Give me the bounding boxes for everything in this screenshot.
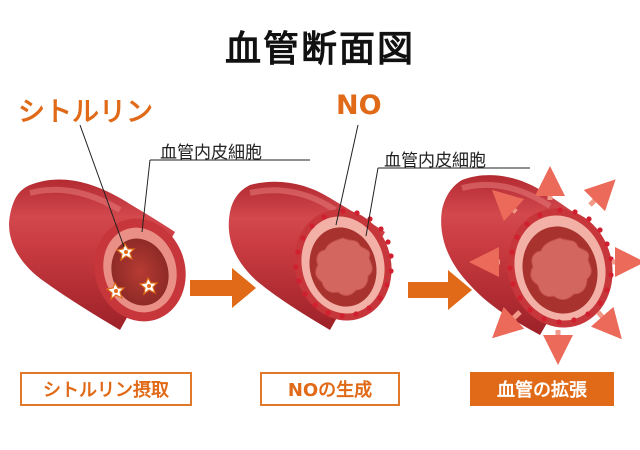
vessel-1 — [9, 179, 186, 330]
dilation-arrows — [469, 166, 640, 365]
endothelium-2-leader-line — [365, 167, 530, 237]
vessel-2-folded-lumen — [315, 237, 373, 296]
process-arrow-1 — [190, 268, 256, 308]
endothelium-label-2: 血管内皮細胞 — [384, 151, 486, 171]
endothelium-label-1: 血管内皮細胞 — [160, 143, 262, 163]
caption-no-generation: NOの生成 — [260, 372, 400, 406]
no-dots — [507, 207, 614, 325]
caption-citrulline-intake: シトルリン摂取 — [20, 372, 192, 406]
citrulline-molecule — [138, 276, 159, 296]
no-leader-line — [335, 124, 359, 226]
endothelium-1-leader-line — [141, 159, 310, 233]
dilation-arrow — [583, 179, 616, 212]
vessel-3-folded-lumen — [530, 237, 592, 300]
citrulline-leader-line — [79, 124, 125, 248]
dilation-arrow — [491, 189, 525, 222]
process-arrow-2 — [408, 270, 472, 310]
citrulline-molecule — [105, 281, 126, 301]
dilation-arrow — [492, 306, 525, 339]
page-title: 血管断面図 — [224, 29, 415, 70]
no-label: NO — [336, 90, 382, 121]
vessel-2 — [228, 181, 394, 330]
no-dots — [293, 208, 394, 319]
citrulline-label: シトルリン — [18, 97, 153, 128]
citrulline-molecule — [115, 242, 136, 262]
caption-vasodilation: 血管の拡張 — [470, 372, 614, 406]
vessel-3 — [441, 175, 614, 335]
dilation-arrow — [590, 306, 622, 340]
